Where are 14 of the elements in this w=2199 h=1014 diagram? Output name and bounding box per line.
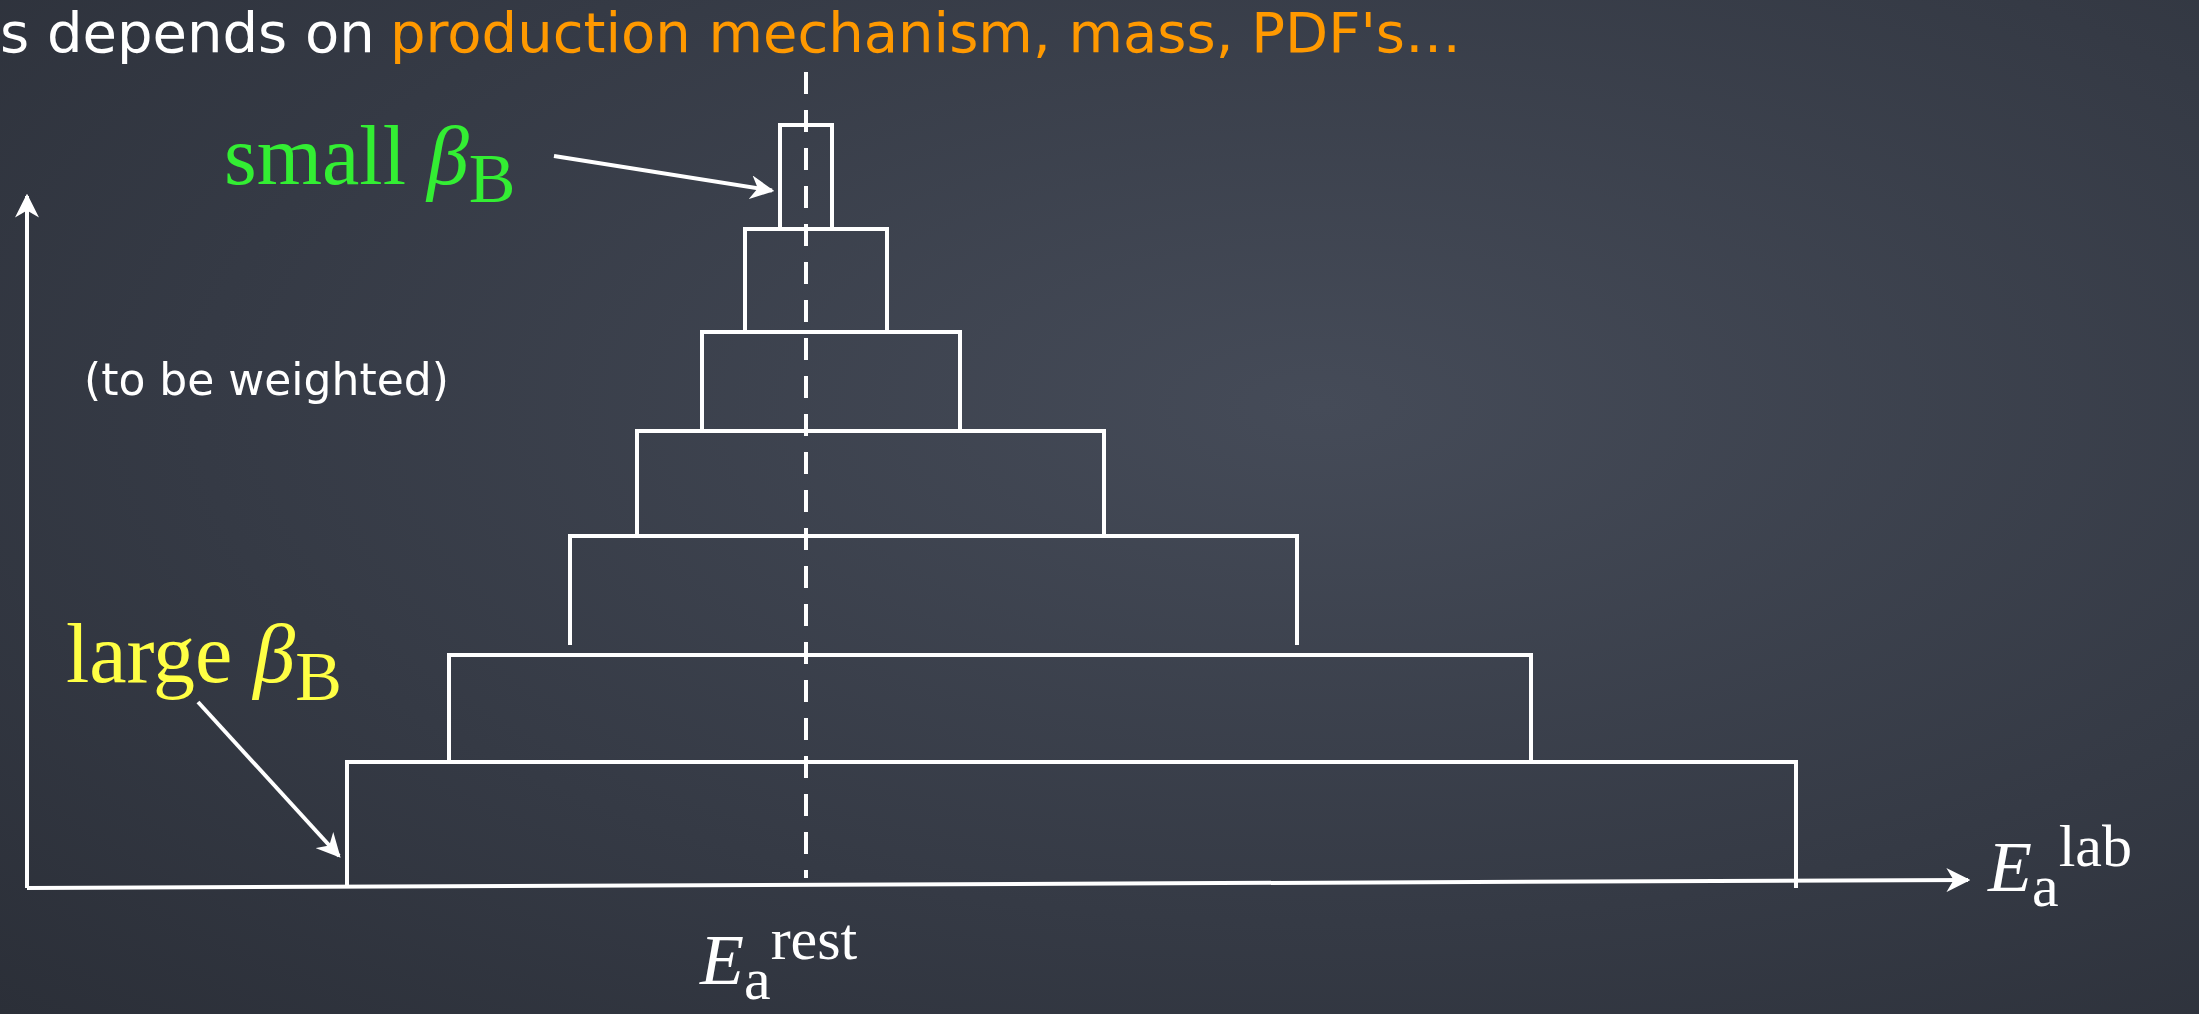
- distribution-step: [447, 653, 1533, 760]
- beta-label: large β$_{B}$: [66, 606, 396, 702]
- arrow: [553, 154, 775, 200]
- distribution-step: [345, 760, 1798, 888]
- distribution-step: [700, 330, 962, 432]
- note-text: (to be weighted): [84, 354, 449, 405]
- arrow: [196, 700, 341, 858]
- distribution-step: [778, 123, 834, 227]
- beta-label: small β$_{B}$: [224, 108, 554, 204]
- distribution-step: [743, 227, 889, 331]
- distribution-step: [568, 534, 1299, 645]
- note-text: production mechanism, mass, PDF's…: [390, 0, 1461, 65]
- distribution-step: [635, 429, 1106, 534]
- note-text: s depends on: [0, 0, 375, 65]
